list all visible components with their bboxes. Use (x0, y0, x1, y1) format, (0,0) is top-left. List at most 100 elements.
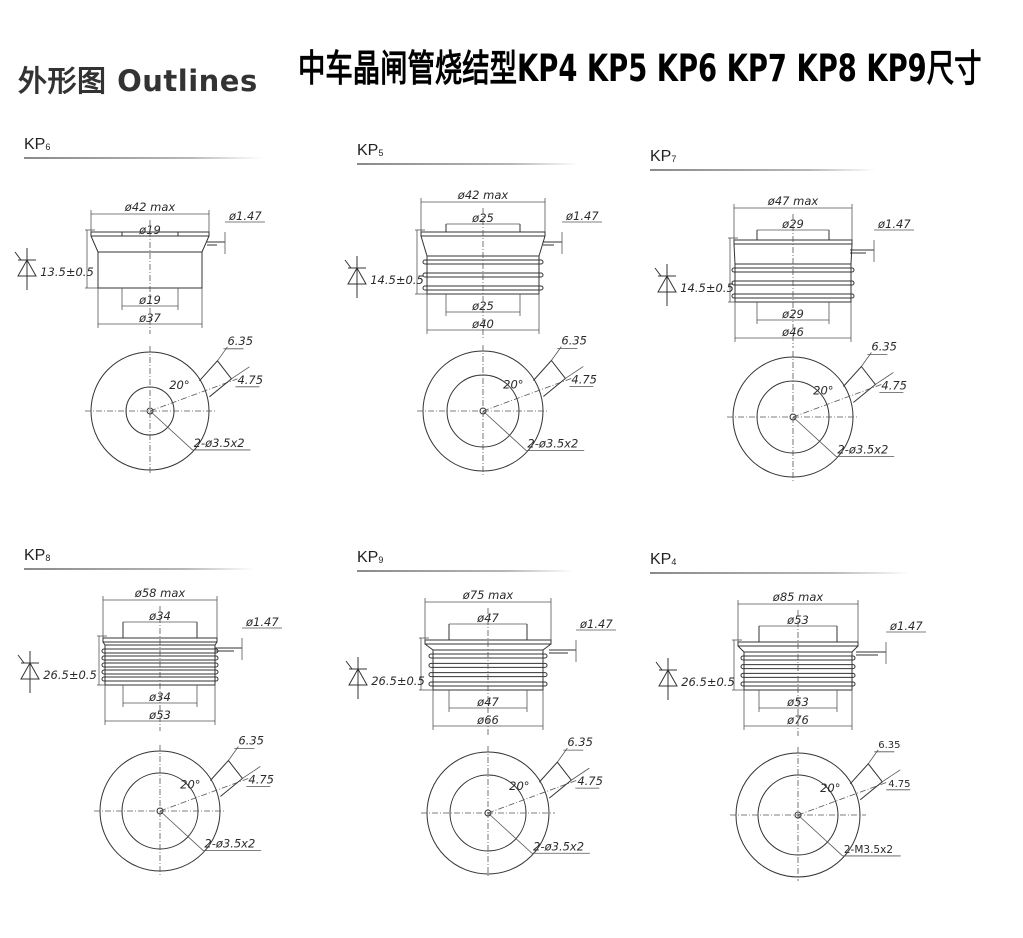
body-shoulder (851, 645, 859, 653)
thyristor-gate (655, 661, 663, 671)
body-diameter-label: ø46 (781, 325, 804, 339)
outline-kp5: ø42 max ø25 ø25 ø40 14.5±0.5 ø1.47 6.35 4.75 20°… (344, 188, 602, 475)
section-label-sub: 9 (378, 555, 384, 565)
lead-diameter-label: ø1.47 (245, 615, 279, 629)
body-shoulder (214, 641, 218, 646)
gate-axis (159, 778, 249, 812)
outer-diameter-label: ø42 max (457, 188, 509, 202)
section-label-sub: 5 (378, 148, 384, 158)
leader (487, 812, 533, 854)
section-label-kp8: KP8 (24, 547, 50, 565)
body-diameter-label: ø53 (148, 708, 171, 722)
holes-label: 2-ø3.5x2 (527, 437, 578, 451)
gate-axis (482, 378, 572, 412)
lead-diameter-label: ø1.47 (889, 619, 923, 633)
tab-width-label: 6.35 (561, 333, 587, 347)
top-diameter-label: ø47 (476, 611, 499, 625)
outline-kp7: ø47 maxø29ø29ø4614.5±0.5ø1.476.354.7520°… (654, 194, 914, 481)
body-shoulder (420, 235, 428, 257)
tab-length-label: 4.75 (248, 772, 274, 786)
leader (159, 810, 204, 851)
tab-length-label: 4.75 (237, 373, 263, 387)
lead-diameter-label: ø1.47 (565, 209, 599, 223)
height-label: 13.5±0.5 (40, 265, 94, 279)
height-label: 14.5±0.5 (680, 281, 734, 295)
height-label: 14.5±0.5 (370, 273, 424, 287)
angle-label: 20° (509, 779, 529, 793)
height-label: 26.5±0.5 (43, 668, 97, 682)
gate-axis (149, 378, 238, 412)
angle-label: 20° (813, 383, 833, 397)
leader (231, 366, 250, 380)
thyristor-gate (345, 660, 353, 670)
bottom-diameter-label: ø34 (148, 690, 171, 704)
thyristor-gate (17, 654, 25, 664)
lead-diameter-label: ø1.47 (877, 217, 911, 231)
angle-label: 20° (169, 378, 189, 392)
holes-label: 2-M3.5x2 (844, 844, 893, 856)
leader (149, 410, 193, 451)
section-rule (650, 572, 910, 574)
tab-length-label: 4.75 (571, 372, 597, 386)
gate-axis (797, 781, 889, 816)
body-diameter-label: ø37 (138, 311, 161, 325)
section-label-base: KP (357, 142, 379, 159)
gate-axis (487, 779, 578, 814)
outer-diameter-label: ø47 max (767, 194, 819, 208)
outer-diameter-label: ø75 max (462, 588, 514, 602)
tab-length-label: 4.75 (888, 779, 910, 790)
holes-label: 2-ø3.5x2 (204, 837, 255, 851)
outer-diameter-label: ø58 max (134, 586, 186, 600)
angle-label: 20° (503, 377, 523, 391)
leader (875, 372, 894, 385)
body-diameter-label: ø40 (471, 317, 494, 331)
tab-width-label: 6.35 (878, 740, 900, 751)
bottom-diameter-label: ø29 (781, 307, 804, 321)
lead-diameter-label: ø1.47 (228, 209, 262, 223)
gate-tab (199, 360, 233, 398)
leader (571, 767, 590, 781)
gate-tab (210, 759, 244, 797)
body-shoulder (201, 235, 210, 253)
angle-label: 20° (820, 781, 840, 795)
outlines-heading: 外形图 Outlines (18, 64, 258, 98)
outline-kp9: ø75 maxø47ø47ø6626.5±0.5ø1.476.354.7520°… (345, 588, 616, 878)
body-shoulder (737, 645, 745, 653)
section-label-sub: 8 (45, 553, 51, 563)
outer-diameter-label: ø85 max (772, 590, 824, 604)
section-rule (24, 568, 254, 570)
tab-width-label: 6.35 (871, 339, 897, 353)
leader (242, 766, 261, 779)
tab-width-label: 6.35 (238, 733, 264, 747)
bottom-diameter-label: ø25 (471, 299, 494, 313)
body-shoulder (424, 643, 434, 651)
thyristor-gate (344, 259, 352, 269)
section-label-base: KP (650, 551, 672, 568)
body-shoulder (538, 235, 546, 257)
gate-tab (843, 365, 877, 403)
thyristor-gate (14, 251, 22, 261)
angle-label: 20° (180, 777, 200, 791)
body-shoulder (850, 243, 853, 265)
top-diameter-label: ø34 (148, 609, 171, 623)
gate-tab (538, 761, 573, 799)
body-shoulder (90, 235, 99, 253)
leader (482, 410, 527, 451)
page-title: 中车晶闸管烧结型KP4 KP5 KP6 KP7 KP8 KP9尺寸 (298, 47, 982, 90)
height-label: 26.5±0.5 (681, 675, 735, 689)
section-label-kp5: KP5 (357, 142, 383, 160)
holes-label: 2-ø3.5x2 (533, 839, 584, 853)
tab-width-label: 6.35 (227, 334, 253, 348)
bottom-diameter-label: ø19 (138, 293, 161, 307)
section-rule (650, 169, 876, 171)
section-label-sub: 6 (45, 142, 51, 152)
height-label: 26.5±0.5 (371, 674, 425, 688)
outline-kp6: ø42 maxø19ø19ø3713.5±0.5ø1.476.354.7520°… (14, 200, 265, 474)
lead-diameter-label: ø1.47 (579, 617, 613, 631)
section-rule (357, 570, 573, 572)
gate-axis (792, 384, 882, 418)
top-diameter-label: ø25 (471, 211, 494, 225)
section-label-base: KP (650, 148, 672, 165)
outline-kp8: ø58 max ø34 ø34 ø53 26.5±0.5 ø1.47 6.35 4.75 20°… (17, 586, 282, 875)
leader (882, 769, 901, 783)
